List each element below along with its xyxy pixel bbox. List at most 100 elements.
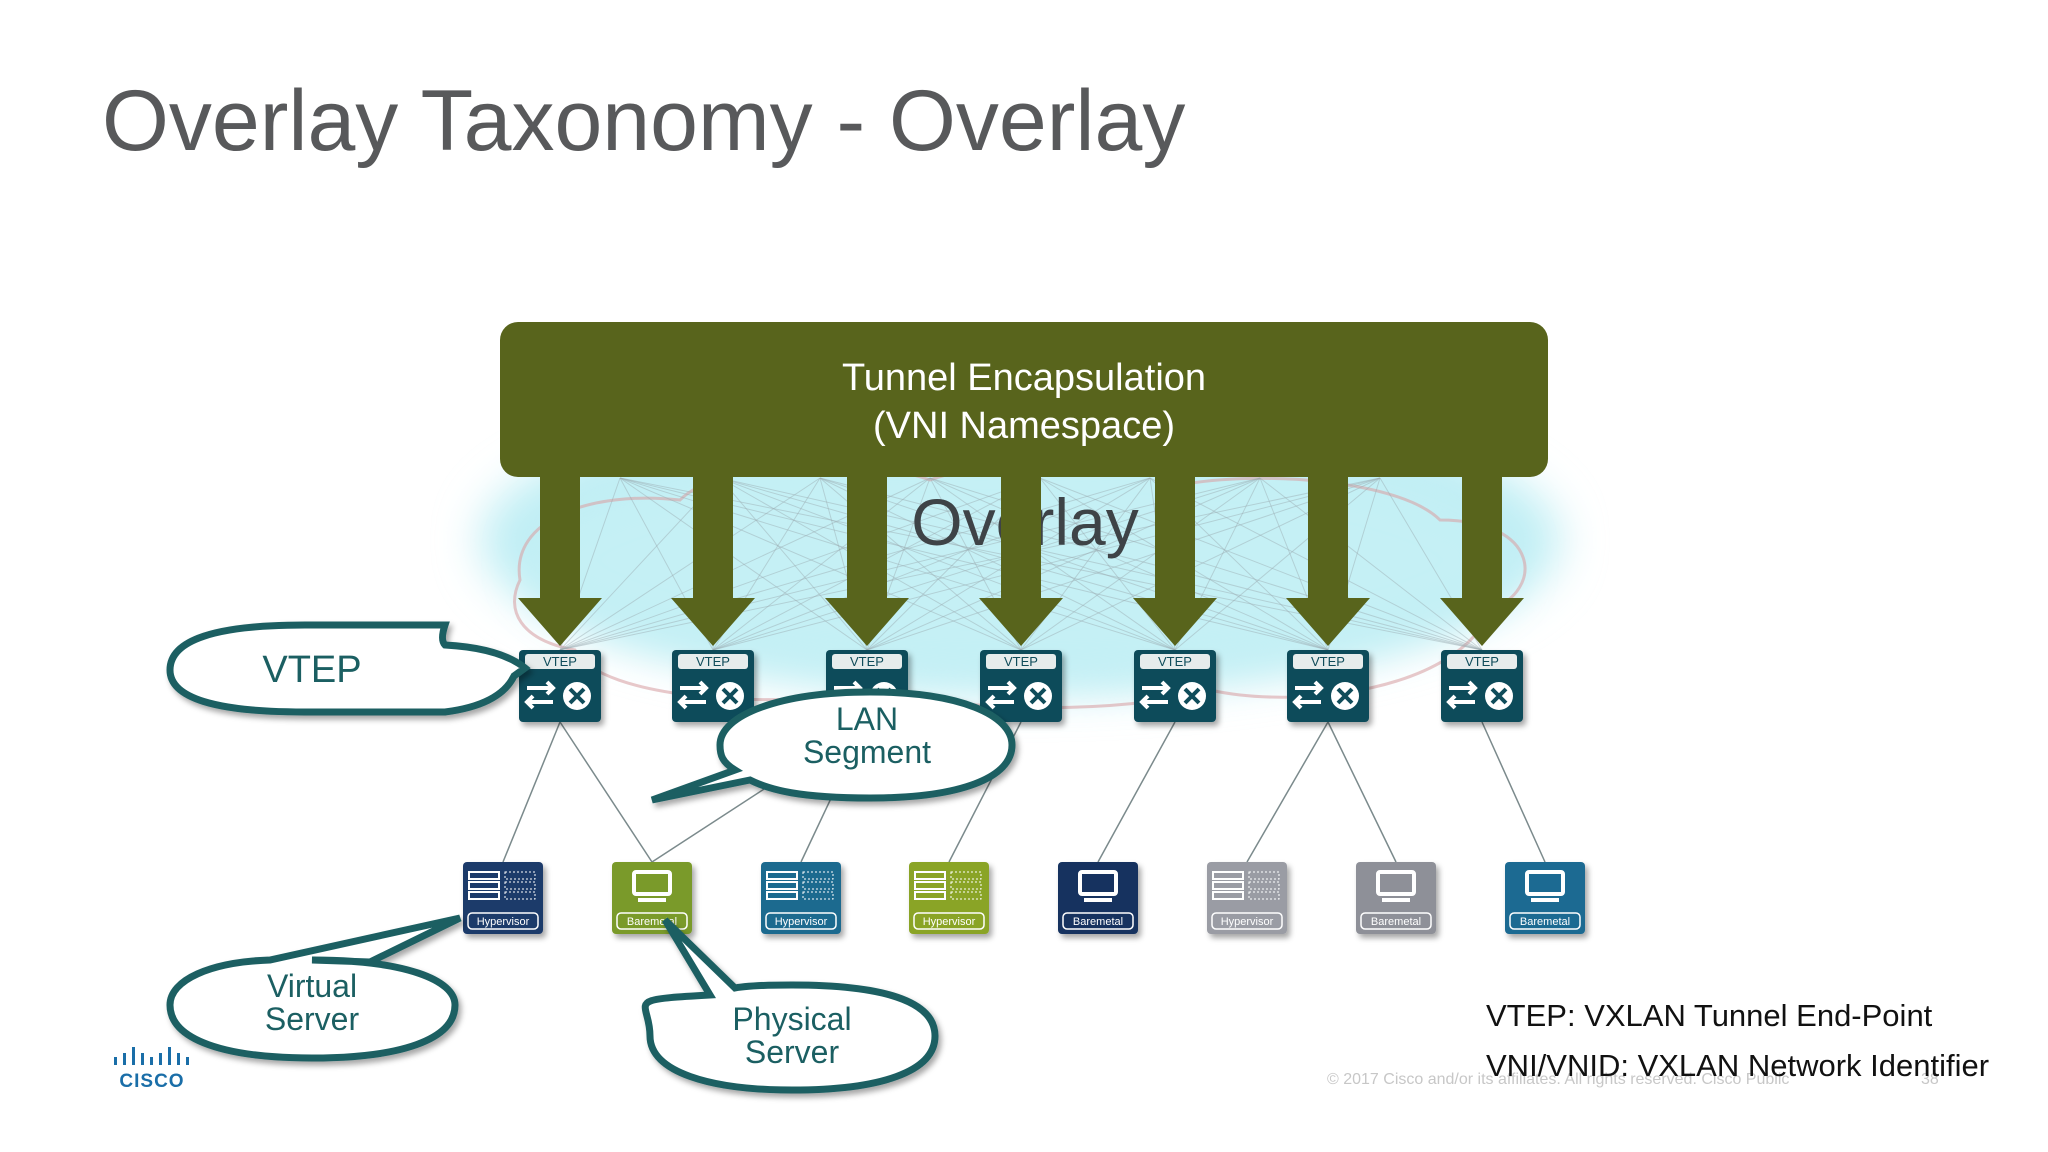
switch-arrows-icon: [985, 680, 1017, 710]
endpoint-label: Baremetal: [1371, 916, 1421, 928]
switch-arrows-icon: [524, 680, 556, 710]
mesh-line: [712, 477, 1151, 651]
monitor-stand: [1084, 898, 1112, 902]
mesh-line: [1020, 477, 1261, 651]
vtep-device: VTEP: [1134, 650, 1216, 722]
mesh-line: [559, 477, 1041, 651]
mesh-line: [712, 477, 1381, 651]
link-line: [559, 721, 653, 863]
vtep-badge: [678, 654, 748, 669]
vm-grid: [1248, 871, 1280, 880]
monitor-stand: [1382, 898, 1410, 902]
link-line: [1481, 721, 1546, 863]
svg-text:CISCO: CISCO: [119, 1071, 184, 1089]
vtep-badge-label: VTEP: [1311, 654, 1345, 669]
x-mark: [721, 687, 739, 705]
monitor-stand: [1531, 898, 1559, 902]
tunnel-arrow: [1286, 470, 1370, 646]
tunnel-encapsulation: Tunnel Encapsulation (VNI Namespace): [500, 322, 1548, 477]
callout-physical-line1: Physical: [732, 1001, 851, 1037]
mesh-line: [929, 477, 1176, 651]
baremetal-server: Baremetal: [612, 862, 692, 934]
endpoint-label: Baremetal: [1073, 916, 1123, 928]
rack-unit: [914, 891, 946, 900]
vm-grid: [950, 891, 982, 900]
rack-unit: [914, 881, 946, 890]
callout-physical-line2: Server: [745, 1034, 840, 1070]
vtep-device: VTEP: [1287, 650, 1369, 722]
rack-unit: [468, 871, 500, 880]
vtep-badge: [525, 654, 595, 669]
vm-grid: [802, 891, 834, 900]
vtep-device: VTEP: [672, 650, 754, 722]
vm-grid: [504, 891, 536, 900]
link-line: [1327, 721, 1397, 863]
hypervisor-server: Hypervisor: [1207, 862, 1287, 934]
vtep-badge-label: VTEP: [850, 654, 884, 669]
switch-arrows-icon: [1139, 680, 1171, 710]
endpoint-label: Baremetal: [1520, 916, 1570, 928]
endpoint-badge: [1211, 912, 1283, 930]
callout-lan-line1: LAN: [836, 701, 898, 737]
tunnel-arrow: [1133, 470, 1217, 646]
tunnel-arrow: [1440, 470, 1524, 646]
tunnel-label-line1: Tunnel Encapsulation: [842, 357, 1206, 399]
switch-arrows-icon: [677, 680, 709, 710]
page-number: 38: [1921, 1071, 1939, 1088]
tunnel-arrows: [518, 470, 1524, 646]
mesh-line: [559, 477, 821, 651]
hypervisor-server: Hypervisor: [463, 862, 543, 934]
callout-physical-server: Physical Server: [641, 917, 939, 1094]
vm-grid: [504, 871, 536, 880]
vm-grid: [950, 871, 982, 880]
endpoint-badge: [765, 912, 837, 930]
link-line: [1097, 721, 1176, 863]
rack-unit: [468, 881, 500, 890]
rack-unit: [766, 891, 798, 900]
callout-virtual-server: Virtual Server: [166, 914, 462, 1062]
vm-grid: [504, 881, 536, 890]
callout-virtual-line2: Server: [265, 1001, 360, 1037]
mesh-line: [619, 477, 868, 651]
x-mark: [1183, 687, 1201, 705]
mesh-line: [929, 477, 1329, 651]
vtep-badge: [1447, 654, 1517, 669]
endpoint-label: Hypervisor: [477, 916, 530, 928]
vtep-device: VTEP: [1441, 650, 1523, 722]
rack-unit: [1212, 881, 1244, 890]
mesh-line: [719, 477, 1176, 651]
mesh-line: [619, 477, 1329, 651]
mesh-line: [819, 477, 1483, 651]
endpoint-label: Hypervisor: [923, 916, 976, 928]
monitor-icon: [1078, 870, 1118, 896]
glossary-vni: VNI/VNID: VXLAN Network Identifier: [1486, 1048, 1990, 1083]
vm-grid: [802, 881, 834, 890]
rack-unit: [766, 871, 798, 880]
x-mark: [1029, 687, 1047, 705]
rack-unit: [914, 871, 946, 880]
endpoint-label: Hypervisor: [775, 916, 828, 928]
x-mark: [1336, 687, 1354, 705]
endpoint-badge: [467, 912, 539, 930]
monitor-stand: [638, 898, 666, 902]
link-line: [502, 721, 561, 863]
switch-arrows-icon: [1446, 680, 1478, 710]
monitor-icon: [1525, 870, 1565, 896]
vtep-badge: [1140, 654, 1210, 669]
mesh-line: [1039, 477, 1176, 651]
vm-grid: [802, 871, 834, 880]
mesh-line: [1039, 477, 1483, 651]
tunnel-arrow: [825, 470, 909, 646]
switch-arrows-icon: [1292, 680, 1324, 710]
switch-arrows-icon: [831, 680, 863, 710]
vtep-badge-label: VTEP: [543, 654, 577, 669]
mesh-line: [866, 477, 1381, 651]
vtep-badge-label: VTEP: [1158, 654, 1192, 669]
rack-unit: [766, 881, 798, 890]
rack-unit: [1212, 871, 1244, 880]
vtep-badge-label: VTEP: [696, 654, 730, 669]
vm-grid: [950, 881, 982, 890]
footer-copyright: © 2017 Cisco and/or its affiliates. All …: [1327, 1071, 1790, 1088]
